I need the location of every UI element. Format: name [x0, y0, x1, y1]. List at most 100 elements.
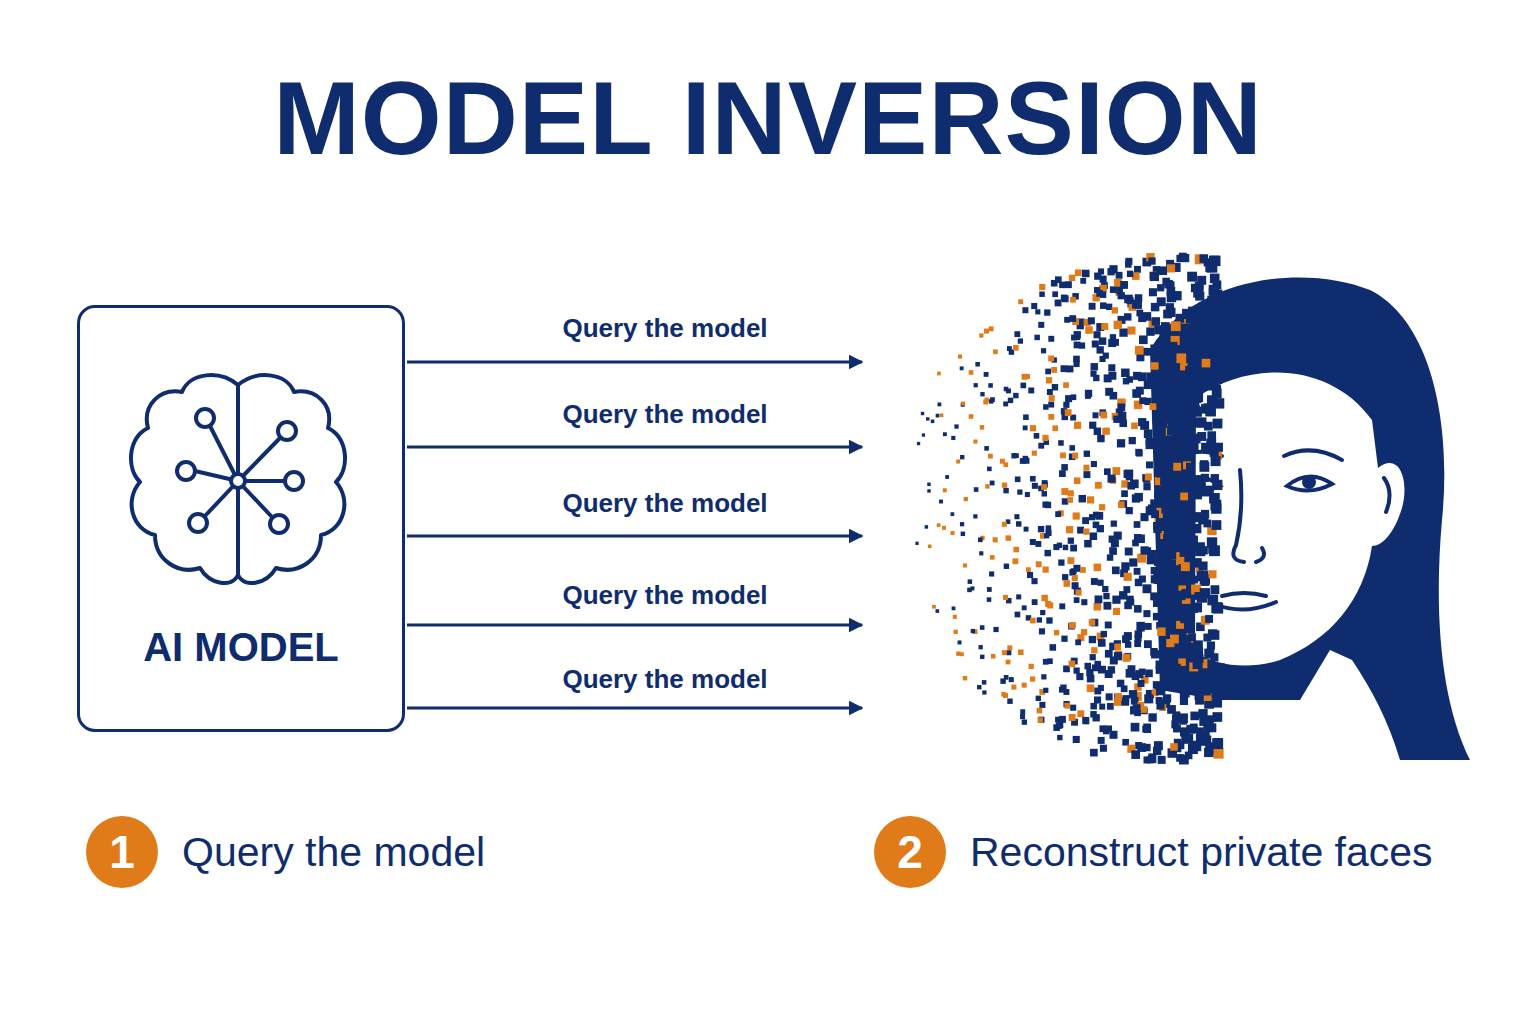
pixel — [1059, 687, 1065, 693]
pixel — [1069, 275, 1075, 281]
pixel — [974, 487, 979, 492]
pixel — [1007, 645, 1012, 650]
pixel — [1084, 540, 1092, 548]
pixel — [1067, 497, 1073, 503]
pixel — [1215, 364, 1223, 372]
pixel — [988, 383, 993, 388]
step-label: Reconstruct private faces — [970, 832, 1433, 873]
pixel — [960, 522, 964, 526]
pixel — [1189, 390, 1197, 398]
pixel — [1125, 641, 1131, 647]
pixel — [1090, 654, 1096, 660]
pixel — [1182, 679, 1190, 687]
brain-node — [196, 409, 214, 427]
pixel — [1102, 586, 1108, 592]
pixel — [1052, 425, 1058, 431]
upper-lip — [1222, 593, 1266, 596]
pixel — [1189, 445, 1197, 453]
pixel — [1148, 713, 1156, 721]
pixel — [1088, 317, 1095, 324]
pixel — [1172, 483, 1180, 491]
pixel — [1129, 558, 1137, 566]
pixel — [984, 398, 988, 402]
pixel — [1207, 314, 1218, 325]
pixel — [1112, 567, 1120, 575]
pixel — [936, 414, 940, 418]
pixel — [1002, 650, 1007, 655]
pixel — [1144, 640, 1152, 648]
pixel — [1201, 510, 1209, 518]
pixel — [1068, 538, 1074, 544]
pixel — [1191, 400, 1199, 408]
pixel — [1143, 610, 1150, 617]
pixel — [1191, 486, 1201, 496]
pixel — [1137, 680, 1144, 687]
pixel — [1181, 527, 1191, 537]
pixel — [1201, 404, 1211, 414]
pixel — [1211, 503, 1221, 513]
pixel — [1042, 491, 1047, 496]
pixel — [1167, 264, 1175, 272]
pixel — [1163, 592, 1172, 601]
pixel — [954, 630, 958, 634]
pixel — [1006, 535, 1012, 541]
pixel — [1063, 402, 1069, 408]
pixel — [1045, 502, 1051, 508]
pixel — [1068, 490, 1074, 496]
pixel — [1145, 623, 1152, 630]
pixel — [1015, 612, 1021, 618]
pixel — [1100, 276, 1107, 283]
pixel — [1037, 708, 1043, 714]
pixel — [1048, 402, 1054, 408]
pixel — [1058, 440, 1064, 446]
pixel — [1064, 703, 1070, 709]
pixel — [1195, 691, 1204, 700]
pixel — [1203, 723, 1212, 732]
pixel — [1164, 601, 1173, 610]
pixel — [1061, 636, 1067, 642]
pixel-dissolve — [915, 253, 1225, 765]
pixel — [1072, 575, 1078, 581]
pixel — [1147, 372, 1154, 379]
pixel — [1156, 667, 1163, 674]
pixel — [1183, 528, 1191, 536]
pixel — [1124, 632, 1132, 640]
pixel — [1176, 512, 1184, 520]
pixel — [1126, 596, 1134, 604]
step-badge: 2Reconstruct private faces — [874, 816, 946, 888]
pixel — [1157, 627, 1165, 635]
pixel — [1073, 667, 1079, 673]
pixel — [1051, 280, 1058, 287]
pixel — [1193, 743, 1201, 751]
pixel — [1144, 726, 1151, 733]
pixel — [1091, 578, 1098, 585]
pixel — [1105, 650, 1113, 658]
pixel — [1146, 327, 1154, 335]
arrow-label: Query the model — [562, 490, 767, 516]
pixel — [1136, 450, 1143, 457]
pixel — [1124, 470, 1132, 478]
pixel — [1070, 705, 1076, 711]
pixel — [1158, 756, 1166, 764]
pixel — [1144, 429, 1153, 438]
pixel — [1009, 677, 1014, 682]
pixel — [1081, 599, 1087, 605]
pixel — [1018, 338, 1023, 343]
pixel — [1205, 303, 1214, 312]
pixel — [1203, 634, 1211, 642]
pixel — [1041, 484, 1047, 490]
pixel — [1213, 280, 1222, 289]
pixel — [917, 442, 920, 445]
pixel — [1067, 365, 1074, 372]
pixel — [964, 497, 968, 501]
pixel — [1089, 303, 1096, 310]
pixel — [1128, 665, 1136, 673]
pixel — [1020, 709, 1025, 714]
pixel — [1112, 339, 1119, 346]
pixel — [969, 414, 974, 419]
pixel — [1031, 303, 1037, 309]
pixel — [1127, 326, 1135, 334]
pixel — [1211, 456, 1221, 466]
pixel — [1212, 520, 1222, 530]
pixel — [1129, 690, 1137, 698]
